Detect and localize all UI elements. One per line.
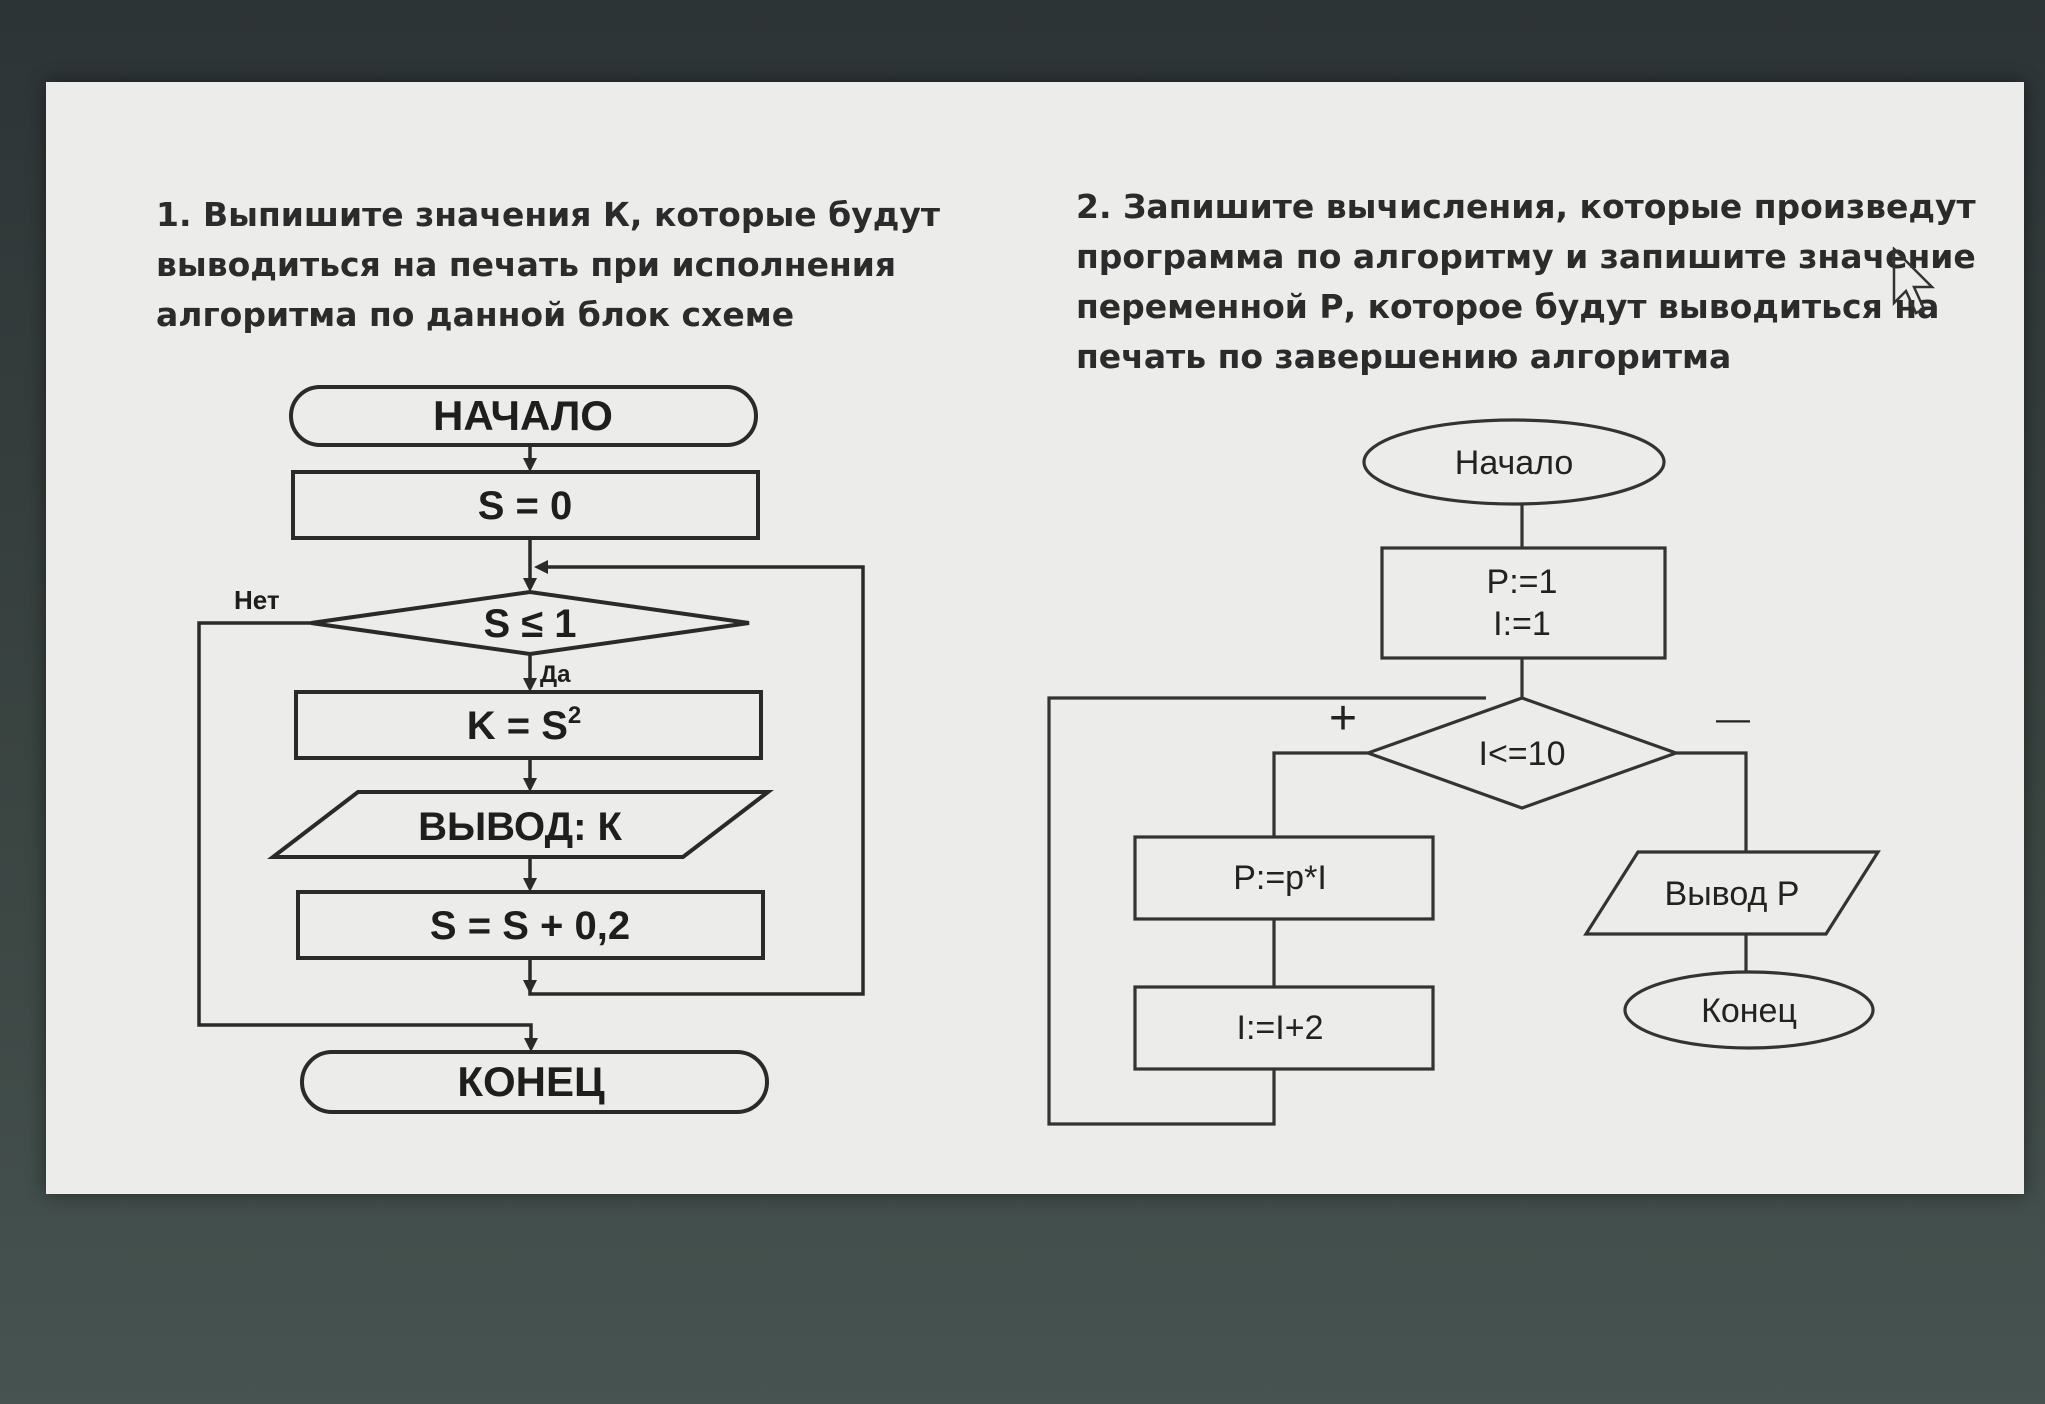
fc2-condition-label: I<=10 [1479, 735, 1566, 773]
fc2-end-label: Конец [1701, 992, 1797, 1030]
fc2-multiply-box [1133, 835, 1435, 921]
mouse-pointer-icon [1892, 247, 1936, 315]
fc1-yes-label: Да [540, 661, 571, 688]
fc2-increment-box [1133, 985, 1435, 1071]
fc2-init-line2: I:=1 [1493, 605, 1551, 643]
fc1-condition-diamond [310, 589, 750, 657]
fc1-start-label: НАЧАЛО [433, 392, 613, 439]
fc2-start-label: Начало [1455, 444, 1573, 482]
task2-line-4: печать по завершению алгоритма [1076, 337, 1732, 376]
fc1-merge-arrowhead [534, 560, 548, 574]
fc1-no-label: Нет [234, 585, 280, 615]
fc1-arrowhead-yes [523, 678, 537, 692]
fc2-output-label: Вывод Р [1665, 875, 1800, 913]
fc1-condition-label: S ≤ 1 [483, 602, 576, 646]
fc1-end-shape [300, 1050, 769, 1114]
fc1-output-shape [267, 790, 774, 859]
fc2-plus-branch-line [1272, 751, 1368, 837]
fc1-init-box [291, 470, 760, 540]
fc2-minus-label: — [1716, 700, 1750, 738]
fc2-increment-label: I:=I+2 [1237, 1009, 1324, 1047]
fc1-increment-label: S = S + 0,2 [430, 904, 630, 948]
fc1-arrowhead-1 [523, 458, 537, 472]
fc1-end-label: КОНЕЦ [457, 1058, 605, 1105]
fc2-plus-label: + [1329, 692, 1357, 745]
fc1-arrowhead-loop [523, 980, 537, 994]
fc1-start-shape [289, 385, 758, 447]
fc1-compute-label: K = S2 [467, 702, 582, 748]
fc1-arrowhead-no [524, 1038, 538, 1052]
fc1-arrowhead-3 [523, 778, 537, 792]
flowchart-1: НАЧАЛО S = 0 S ≤ 1 Нет Да [197, 385, 865, 1114]
task2-line-2: программа по алгоритму и запишите значен… [1076, 237, 1976, 276]
task1-text: 1. Выпишите значения К, которые будут вы… [156, 190, 940, 340]
fc1-init-label: S = 0 [478, 484, 573, 528]
fc2-end-shape [1623, 970, 1875, 1050]
fc2-minus-branch-line [1676, 751, 1748, 852]
task1-line-3: алгоритма по данной блок схеме [156, 295, 795, 334]
fc1-output-label: ВЫВОД: К [418, 805, 622, 849]
fc2-loop-back-line [1047, 696, 1486, 1126]
fc2-start-shape [1362, 418, 1666, 506]
fc1-arrowhead-2 [523, 578, 537, 592]
task1-line-1: 1. Выпишите значения К, которые будут [156, 195, 940, 234]
flowcharts: НАЧАЛО S = 0 S ≤ 1 Нет Да [197, 385, 1881, 1126]
task1-line-2: выводиться на печать при исполнения [156, 245, 897, 284]
fc1-no-branch-line [197, 621, 533, 1042]
fc1-arrowhead-4 [523, 878, 537, 892]
fc2-init-line1: P:=1 [1487, 563, 1558, 601]
fc1-compute-base: K = S [467, 704, 568, 748]
task2-line-1: 2. Запишите вычисления, которые произвед… [1076, 187, 1976, 226]
task2-line-3: переменной Р, которое будут выводиться н… [1076, 287, 1940, 326]
task2-text: 2. Запишите вычисления, которые произвед… [1076, 182, 1976, 382]
fc2-multiply-label: P:=p*I [1233, 859, 1327, 897]
slide: 1. Выпишите значения К, которые будут вы… [46, 82, 2024, 1194]
fc2-output-shape [1583, 850, 1881, 936]
fc1-compute-exp: 2 [568, 702, 581, 729]
flowchart-2: Начало P:=1 I:=1 I<=10 + P:=p*I I:=I+2 [1047, 418, 1881, 1126]
